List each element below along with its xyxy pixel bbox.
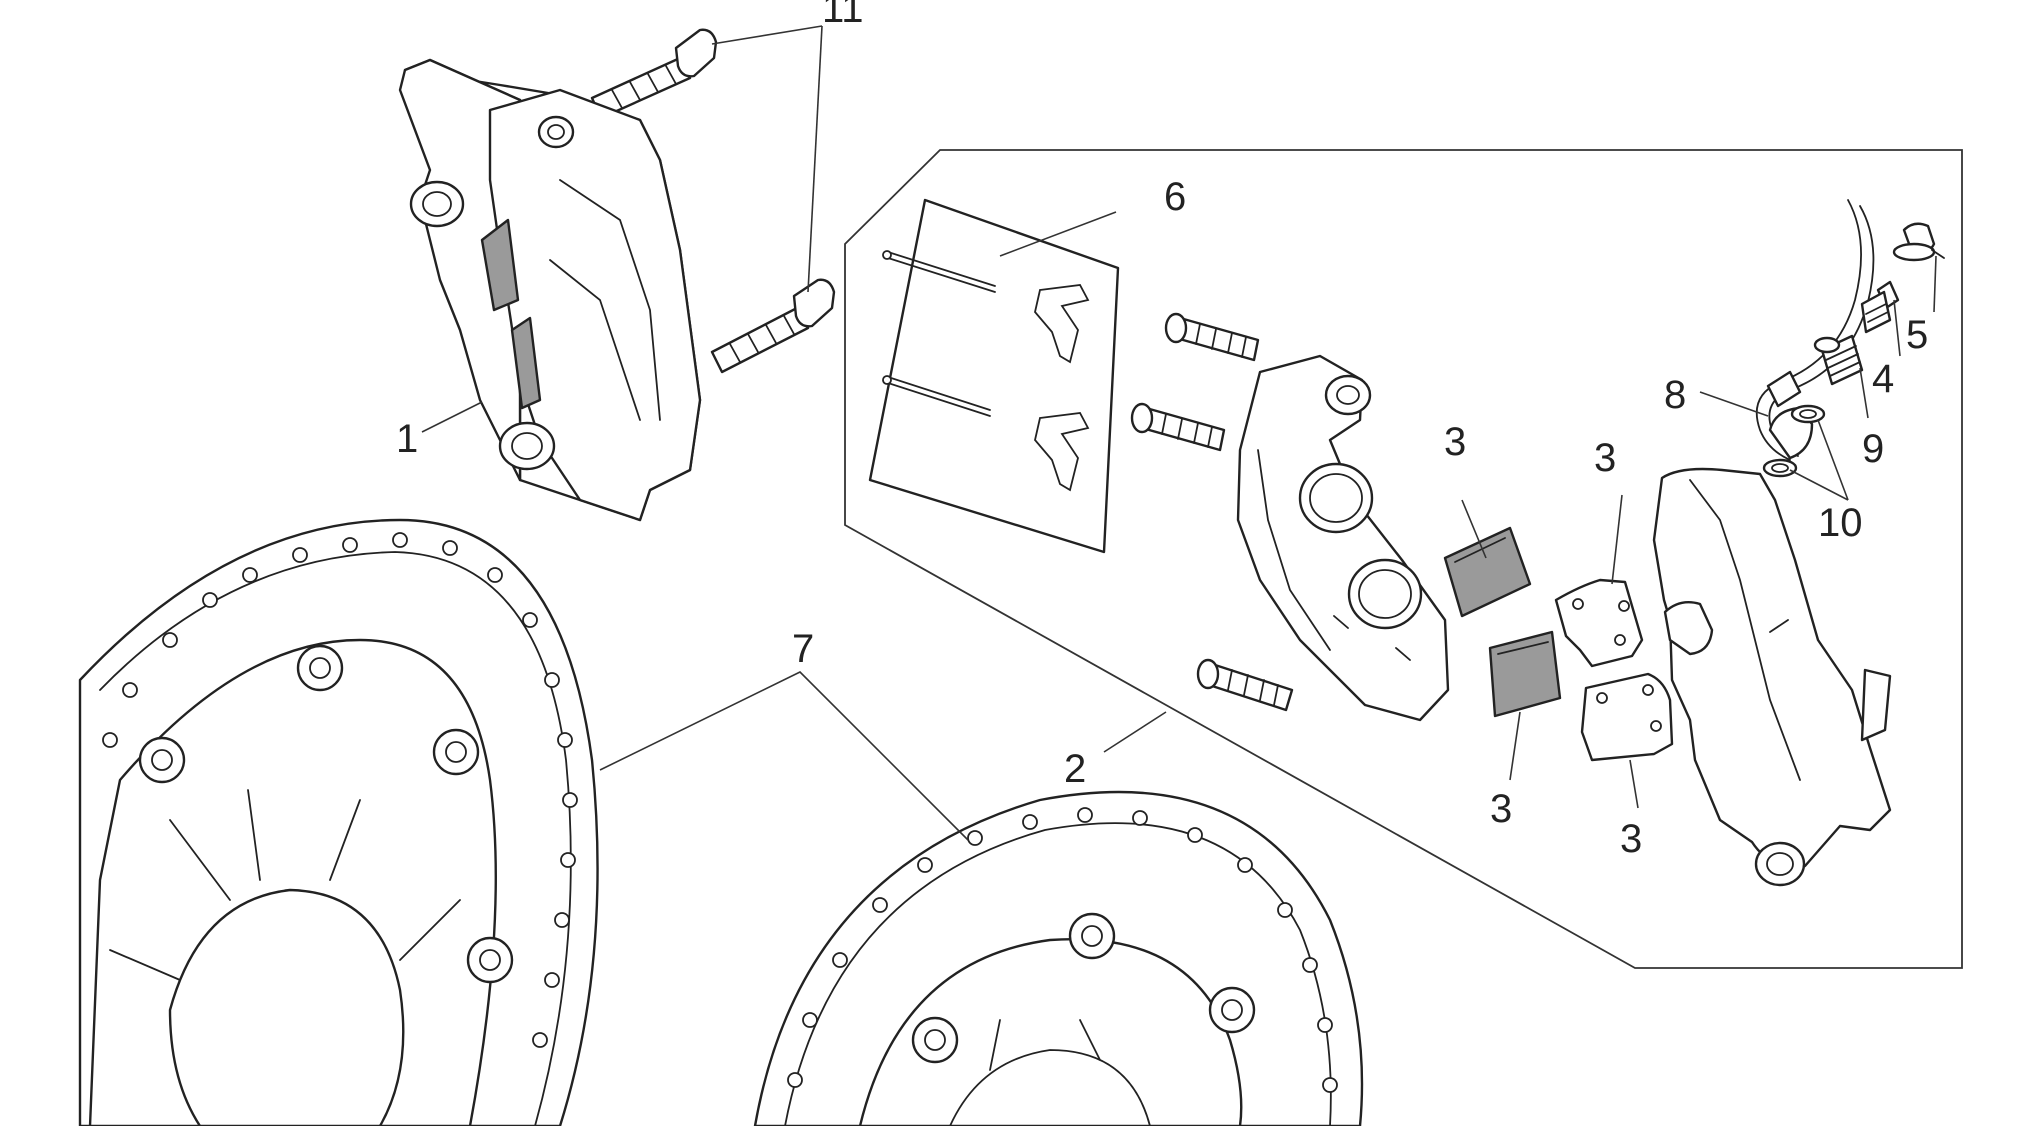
bleed-valve (1860, 280, 1900, 334)
callout-3-c: 3 (1490, 787, 1512, 831)
brake-pad-1 (1443, 526, 1532, 618)
disc-holes-right (787, 807, 1338, 1093)
caliper-half-outer (1652, 467, 1892, 887)
callout-11: 11 (822, 0, 864, 31)
callout-labels: 11 1 6 7 2 3 3 3 3 8 5 4 9 10 (396, 0, 1928, 861)
mounting-bolt-upper (590, 28, 718, 120)
caliper-bolt-1 (1164, 312, 1260, 362)
callout-3-b: 3 (1594, 436, 1616, 480)
callout-10: 10 (1818, 501, 1863, 545)
callout-8: 8 (1664, 373, 1686, 417)
leader-lines (421, 25, 1937, 841)
callout-9: 9 (1862, 427, 1884, 471)
callout-6: 6 (1164, 175, 1186, 219)
callout-2: 2 (1064, 747, 1086, 791)
callout-3-a: 3 (1444, 420, 1466, 464)
caliper-bolt-2 (1130, 402, 1226, 452)
pin-kit-card (868, 198, 1120, 554)
callout-5: 5 (1906, 313, 1928, 357)
banjo-bolt (1813, 334, 1864, 386)
brake-pad-4 (1580, 672, 1674, 762)
callout-7: 7 (792, 627, 814, 671)
caliper-half-inner (1236, 354, 1450, 722)
brake-caliper-assembled (398, 58, 702, 522)
caliper-bolt-3 (1196, 658, 1294, 712)
callout-1: 1 (396, 417, 418, 461)
callout-4: 4 (1872, 357, 1894, 401)
brake-pad-3 (1488, 630, 1562, 718)
kit-frame (844, 149, 1963, 969)
callout-3-d: 3 (1620, 817, 1642, 861)
mounting-bolt-lower (710, 278, 836, 374)
bleed-cap (1892, 222, 1945, 262)
brake-disc-left (78, 518, 599, 1126)
sealing-washers (1762, 404, 1826, 478)
brake-disc-right (753, 790, 1364, 1126)
brake-pad-2 (1554, 578, 1644, 668)
disc-bolts-left (138, 644, 514, 984)
disc-holes-left (102, 532, 578, 1048)
disc-bolts-right (911, 912, 1256, 1064)
